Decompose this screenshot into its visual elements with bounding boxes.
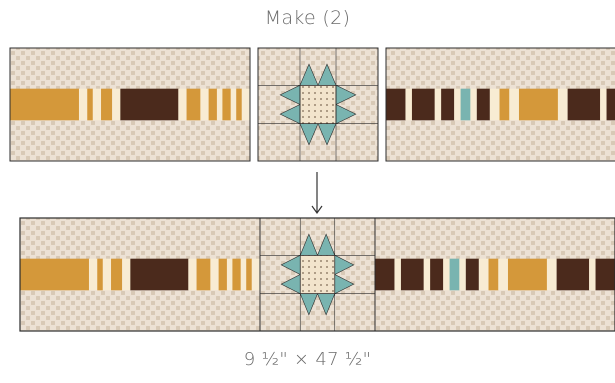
strip-piece <box>430 258 444 291</box>
strip-piece <box>10 88 80 121</box>
star-center <box>300 255 335 294</box>
strip-piece <box>546 258 558 291</box>
strip-piece <box>411 88 436 121</box>
strip-piece <box>434 88 442 121</box>
strip-piece <box>478 258 489 291</box>
strip-piece <box>218 258 228 291</box>
strip-piece <box>200 88 210 121</box>
strip-piece <box>449 258 460 291</box>
strip-piece <box>400 258 425 291</box>
strip-piece <box>499 88 510 121</box>
strip-piece <box>210 258 220 291</box>
finished-size-label: 9 ½" × 47 ½" <box>243 349 372 370</box>
strip-piece <box>78 88 88 121</box>
star-center <box>300 85 336 124</box>
joined-right-strip-block-strip <box>375 258 615 291</box>
strip-piece <box>88 258 98 291</box>
strip-piece <box>509 88 520 121</box>
strip-piece <box>567 88 601 121</box>
strip-piece <box>232 258 242 291</box>
strip-piece <box>122 258 131 291</box>
strip-piece <box>423 258 431 291</box>
strip-piece <box>606 88 615 121</box>
strip-piece <box>556 258 590 291</box>
top-right-strip-block-strip <box>386 88 615 121</box>
strip-piece <box>251 258 261 291</box>
strip-piece <box>460 88 471 121</box>
strip-piece <box>112 88 121 121</box>
strip-piece <box>236 88 243 121</box>
strip-piece <box>498 258 509 291</box>
top-right-strip-block-outline <box>385 47 615 162</box>
joined-row-outline <box>19 217 615 332</box>
strip-piece <box>226 258 233 291</box>
strip-piece <box>443 258 450 291</box>
strip-piece <box>518 88 559 121</box>
strip-piece <box>178 88 187 121</box>
strip-piece <box>600 88 607 121</box>
strip-piece <box>130 258 189 291</box>
strip-piece <box>241 88 251 121</box>
strip-piece <box>557 88 569 121</box>
strip-piece <box>102 258 112 291</box>
strip-piece <box>454 88 461 121</box>
strip-piece <box>386 88 406 121</box>
top-left-strip-block-strip <box>10 88 251 121</box>
strip-piece <box>375 258 395 291</box>
strip-piece <box>97 258 104 291</box>
strip-piece <box>196 258 211 291</box>
top-star-block-outline <box>257 47 379 162</box>
strip-piece <box>595 258 615 291</box>
top-left-strip-block-outline <box>9 47 251 162</box>
strip-piece <box>87 88 94 121</box>
strip-piece <box>20 258 90 291</box>
strip-piece <box>216 88 223 121</box>
strip-piece <box>186 88 201 121</box>
strip-piece <box>92 88 102 121</box>
strip-piece <box>230 88 237 121</box>
strip-piece <box>470 88 478 121</box>
strip-piece <box>507 258 548 291</box>
strip-piece <box>488 258 499 291</box>
strip-piece <box>465 258 480 291</box>
strip-piece <box>120 88 179 121</box>
strip-piece <box>111 258 123 291</box>
make-count-label: Make (2) <box>264 7 351 29</box>
strip-piece <box>476 88 491 121</box>
strip-piece <box>394 258 402 291</box>
strip-piece <box>405 88 413 121</box>
strip-piece <box>589 258 596 291</box>
strip-piece <box>101 88 113 121</box>
strip-piece <box>246 258 253 291</box>
strip-piece <box>240 258 247 291</box>
strip-piece <box>441 88 455 121</box>
joined-left-strip-block-strip <box>20 258 261 291</box>
strip-piece <box>459 258 467 291</box>
strip-piece <box>222 88 232 121</box>
strip-piece <box>208 88 218 121</box>
down-arrow-head-icon <box>311 205 323 215</box>
strip-piece <box>188 258 197 291</box>
strip-piece <box>489 88 500 121</box>
